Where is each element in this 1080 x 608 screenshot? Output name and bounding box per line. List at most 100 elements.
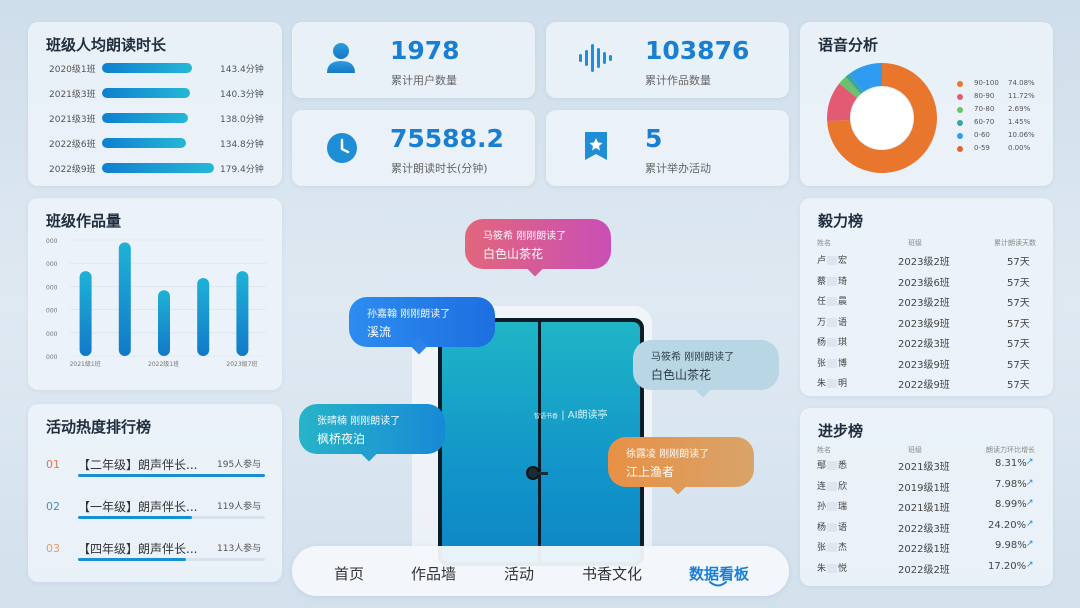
reading-time-value: 179.4分钟 <box>220 165 264 175</box>
name-mask <box>827 256 838 265</box>
student-name: 万语 <box>817 315 847 328</box>
table-header-name: 姓名 <box>817 239 831 247</box>
class-name: 2020级1班 <box>49 65 96 75</box>
reading-days: 57天 <box>1007 318 1030 330</box>
booth-logo-text: AI朗读亭 <box>567 410 608 421</box>
legend-dot <box>957 81 963 87</box>
legend-dot <box>957 120 963 126</box>
bubble-title: 白色山茶花 <box>483 247 544 261</box>
clock-icon <box>327 133 357 163</box>
donut-hole <box>851 87 913 149</box>
bubble-title: 溪流 <box>367 325 392 339</box>
reading-days: 57天 <box>1007 359 1030 371</box>
name-mask <box>827 379 838 388</box>
stat-number: 1978 <box>390 36 460 65</box>
reading-days: 57天 <box>1007 298 1030 309</box>
reading-bubble: 马筱希 刚刚朗读了 白色山茶花 <box>465 219 611 277</box>
user-icon <box>327 43 355 73</box>
nav-culture[interactable]: 书香文化 <box>582 565 643 583</box>
name-mask <box>827 358 838 368</box>
student-name: 卢宏 <box>817 253 847 266</box>
name-first: 任 <box>817 297 827 307</box>
activity-rank: 01 <box>46 458 60 471</box>
booth-logo: 智语书香 | AI朗读亭 <box>534 410 608 421</box>
panel-title: 班级人均朗读时长 <box>46 36 167 54</box>
stat-card-users: 1978 累计用户数量 <box>292 22 535 98</box>
bubble-tail <box>360 444 378 462</box>
name-first: 卢 <box>817 256 827 266</box>
reading-time-bar <box>102 138 186 148</box>
reading-time-value: 140.3分钟 <box>220 90 264 100</box>
bubble-title: 枫桥夜泊 <box>317 432 366 446</box>
name-mask <box>827 276 838 286</box>
x-tick-label: 2022级1班 <box>148 360 179 368</box>
student-name: 朱明 <box>817 376 847 389</box>
stat-number: 103876 <box>645 36 750 65</box>
growth-percent: 8.99% <box>995 499 1027 510</box>
legend-dot <box>957 107 963 113</box>
nav-dashboard[interactable]: 数据看板 <box>689 565 750 583</box>
y-tick-label: 000 <box>46 354 58 361</box>
name-first: 张 <box>817 543 827 553</box>
student-class: 2021级3班 <box>898 462 950 473</box>
trend-up-icon: ↗ <box>1026 518 1034 529</box>
reading-time-bar <box>102 163 214 173</box>
legend-range: 0-60 <box>974 131 990 139</box>
name-last: 琦 <box>838 276 848 287</box>
stat-number: 75588.2 <box>390 124 504 153</box>
activity-name: 【四年级】朗声伴长... <box>78 542 198 556</box>
student-class: 2023级2班 <box>898 298 950 309</box>
panel-title: 活动热度排行榜 <box>46 418 152 436</box>
reading-time-bar <box>102 88 190 98</box>
name-mask <box>827 563 838 573</box>
student-name: 任晨 <box>817 294 847 307</box>
reading-time-value: 143.4分钟 <box>220 65 264 75</box>
student-name: 鄢悉 <box>817 458 847 471</box>
student-class: 2023级6班 <box>898 277 950 289</box>
reading-bubble: 马筱希 刚刚朗读了 白色山茶花 <box>633 340 779 398</box>
legend-percent: 74.08% <box>1008 79 1035 87</box>
donut-slice <box>839 76 861 98</box>
trend-up-icon: ↗ <box>1026 457 1034 467</box>
growth-percent: 9.98% <box>995 540 1027 551</box>
bubble-tail <box>669 477 687 495</box>
activity-count: 195人参与 <box>217 460 262 470</box>
name-first: 杨 <box>817 338 827 348</box>
legend-percent: 1.45% <box>1008 118 1031 126</box>
student-name: 连欣 <box>817 479 847 492</box>
student-class: 2022级2班 <box>898 564 950 576</box>
student-name: 杨琪 <box>817 335 847 348</box>
legend-dot <box>957 94 963 100</box>
name-mask <box>827 317 838 327</box>
name-mask <box>827 461 838 470</box>
name-mask <box>827 543 838 552</box>
activity-bar <box>78 516 192 519</box>
student-class: 2023级9班 <box>898 318 950 330</box>
bar <box>79 271 92 356</box>
bar <box>158 290 170 356</box>
student-class: 2022级3班 <box>898 523 950 535</box>
donut-slice <box>827 63 937 173</box>
y-tick-label: 000 <box>46 284 58 291</box>
name-last: 琪 <box>838 338 848 348</box>
bubble-tail <box>694 380 712 398</box>
reading-time-bar <box>102 113 188 123</box>
activity-bar <box>78 558 186 561</box>
panel-title: 毅力榜 <box>818 212 864 230</box>
legend-percent: 10.06% <box>1008 131 1035 139</box>
name-last: 明 <box>838 379 848 389</box>
reading-bubble: 徐露凌 刚刚朗读了 江上渔者 <box>608 437 754 495</box>
stat-label: 累计举办活动 <box>645 162 711 175</box>
legend-percent: 11.72% <box>1008 92 1035 100</box>
nav-works-wall[interactable]: 作品墙 <box>411 565 457 583</box>
legend-range: 0-59 <box>974 144 990 152</box>
nav-home[interactable]: 首页 <box>334 565 365 583</box>
activity-rank: 03 <box>46 542 60 555</box>
reading-days: 57天 <box>1007 339 1030 350</box>
nav-activities[interactable]: 活动 <box>504 565 535 583</box>
student-class: 2023级2班 <box>898 257 950 268</box>
